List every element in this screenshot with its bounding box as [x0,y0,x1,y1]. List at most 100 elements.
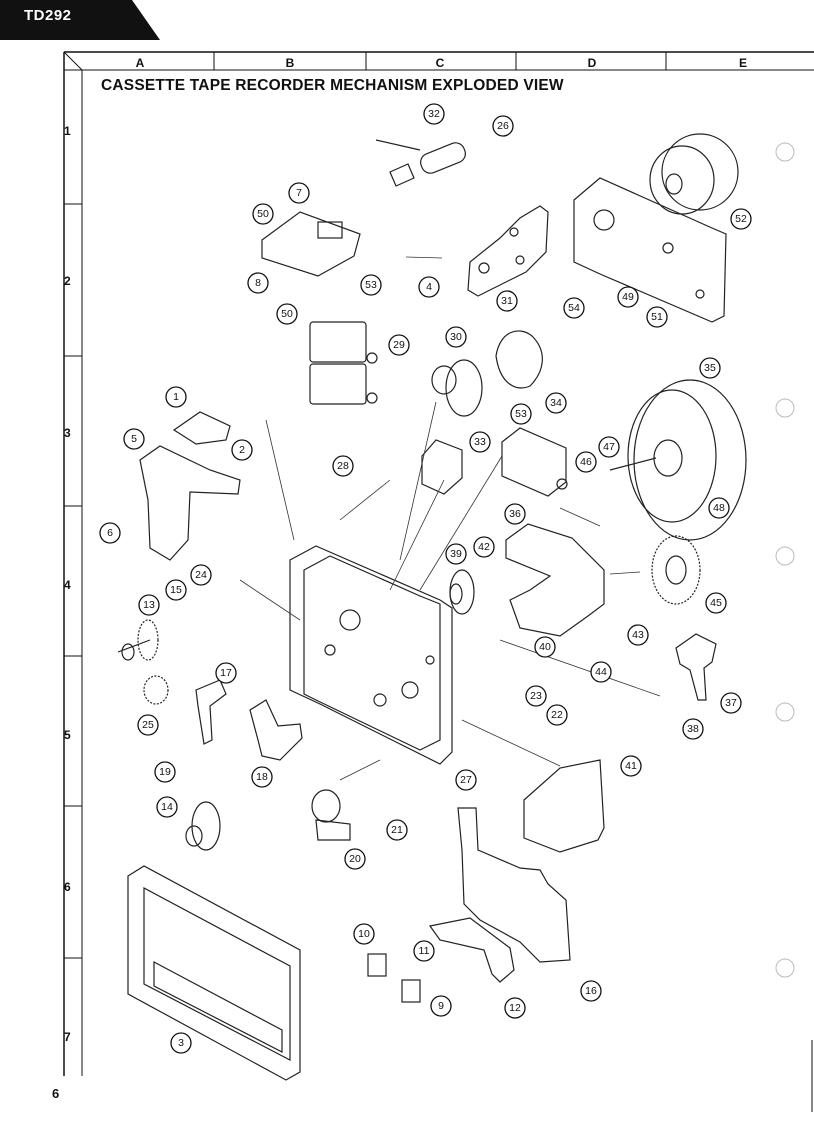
svg-text:42: 42 [478,541,490,553]
part-20 [311,789,351,841]
callout-54: 54 [563,297,585,319]
callout-4: 4 [418,276,440,298]
svg-text:49: 49 [622,291,634,303]
svg-text:50: 50 [257,208,269,220]
part-idler-30 [431,359,483,417]
column-label-c: C [435,56,445,70]
part-motor-52 [649,133,739,215]
callout-26: 26 [492,115,514,137]
svg-text:52: 52 [735,213,747,225]
svg-text:34: 34 [550,397,562,409]
svg-text:31: 31 [501,295,513,307]
part-10 [367,953,387,977]
svg-text:11: 11 [419,945,430,957]
callout-48: 48 [708,497,730,519]
part-1 [172,411,231,445]
part-frame-16 [457,807,571,963]
column-label-a: A [135,56,145,70]
part-flywheel-48 [609,379,747,541]
callout-2: 2 [231,439,253,461]
svg-text:13: 13 [143,599,155,611]
svg-text:25: 25 [142,719,154,731]
part-lever-18 [249,699,303,761]
part-solenoids-29 [309,321,378,405]
callout-11: 11 [413,940,435,962]
callout-38: 38 [682,718,704,740]
callout-6: 6 [99,522,121,544]
callout-14: 14 [156,796,178,818]
callout-16: 16 [580,980,602,1002]
svg-text:54: 54 [568,302,580,314]
callout-9: 9 [430,995,452,1017]
svg-text:24: 24 [195,569,207,581]
callout-10: 10 [353,923,375,945]
svg-text:43: 43 [632,629,644,641]
svg-text:37: 37 [725,697,737,709]
svg-text:16: 16 [585,985,597,997]
svg-text:7: 7 [296,187,302,199]
page-title: CASSETTE TAPE RECORDER MECHANISM EXPLODE… [101,77,564,94]
svg-text:30: 30 [450,331,462,343]
part-gear-45 [651,535,701,605]
svg-text:5: 5 [131,433,137,445]
svg-text:20: 20 [349,853,361,865]
page-number: 6 [52,1086,60,1101]
callout-49: 49 [617,286,639,308]
callout-40: 40 [534,636,556,658]
part-main-chassis [289,545,453,765]
callout-53-upper: 53 [360,274,382,296]
part-37 [675,633,717,701]
svg-text:4: 4 [426,281,432,293]
callout-31: 31 [496,290,518,312]
callout-29: 29 [388,334,410,356]
svg-text:46: 46 [580,456,592,468]
part-12 [428,917,515,983]
callout-41: 41 [620,755,642,777]
callout-52: 52 [730,208,752,230]
svg-text:45: 45 [710,597,722,609]
callout-44: 44 [590,661,612,683]
column-label-e: E [738,56,747,70]
svg-text:17: 17 [220,667,232,679]
callout-39: 39 [445,543,467,565]
svg-text:3: 3 [178,1037,184,1049]
callout-17: 17 [215,662,237,684]
column-label-b: B [285,56,295,70]
svg-text:23: 23 [530,690,542,702]
callout-43: 43 [627,624,649,646]
callout-32: 32 [423,103,445,125]
callout-46: 46 [575,451,597,473]
part-gear-25 [143,675,169,705]
svg-text:8: 8 [255,277,261,289]
svg-text:6: 6 [107,527,113,539]
svg-text:22: 22 [551,709,563,721]
row-label-1: 1 [64,124,71,138]
row-label-6: 6 [64,880,71,894]
callout-15: 15 [165,579,187,601]
callout-21: 21 [386,819,408,841]
part-solenoid-53 [501,427,568,497]
callout-24: 24 [190,564,212,586]
svg-text:9: 9 [438,1000,444,1012]
row-label-7: 7 [64,1030,71,1044]
model-label: TD292 [24,7,72,24]
callout-25: 25 [137,714,159,736]
svg-text:27: 27 [460,774,472,786]
callout-12: 12 [504,997,526,1019]
svg-text:15: 15 [170,584,182,596]
part-39 [449,569,475,615]
part-bracket-31 [467,205,549,297]
part-belt-34 [495,330,543,389]
svg-text:19: 19 [159,766,171,778]
model-tab [0,0,160,40]
callout-28: 28 [332,455,354,477]
part-bracket-5 [139,445,241,561]
column-label-d: D [587,56,597,70]
callout-50-lower: 50 [276,303,298,325]
svg-text:32: 32 [428,108,440,120]
svg-text:10: 10 [358,928,370,940]
svg-text:44: 44 [595,666,607,678]
callout-1: 1 [165,386,187,408]
